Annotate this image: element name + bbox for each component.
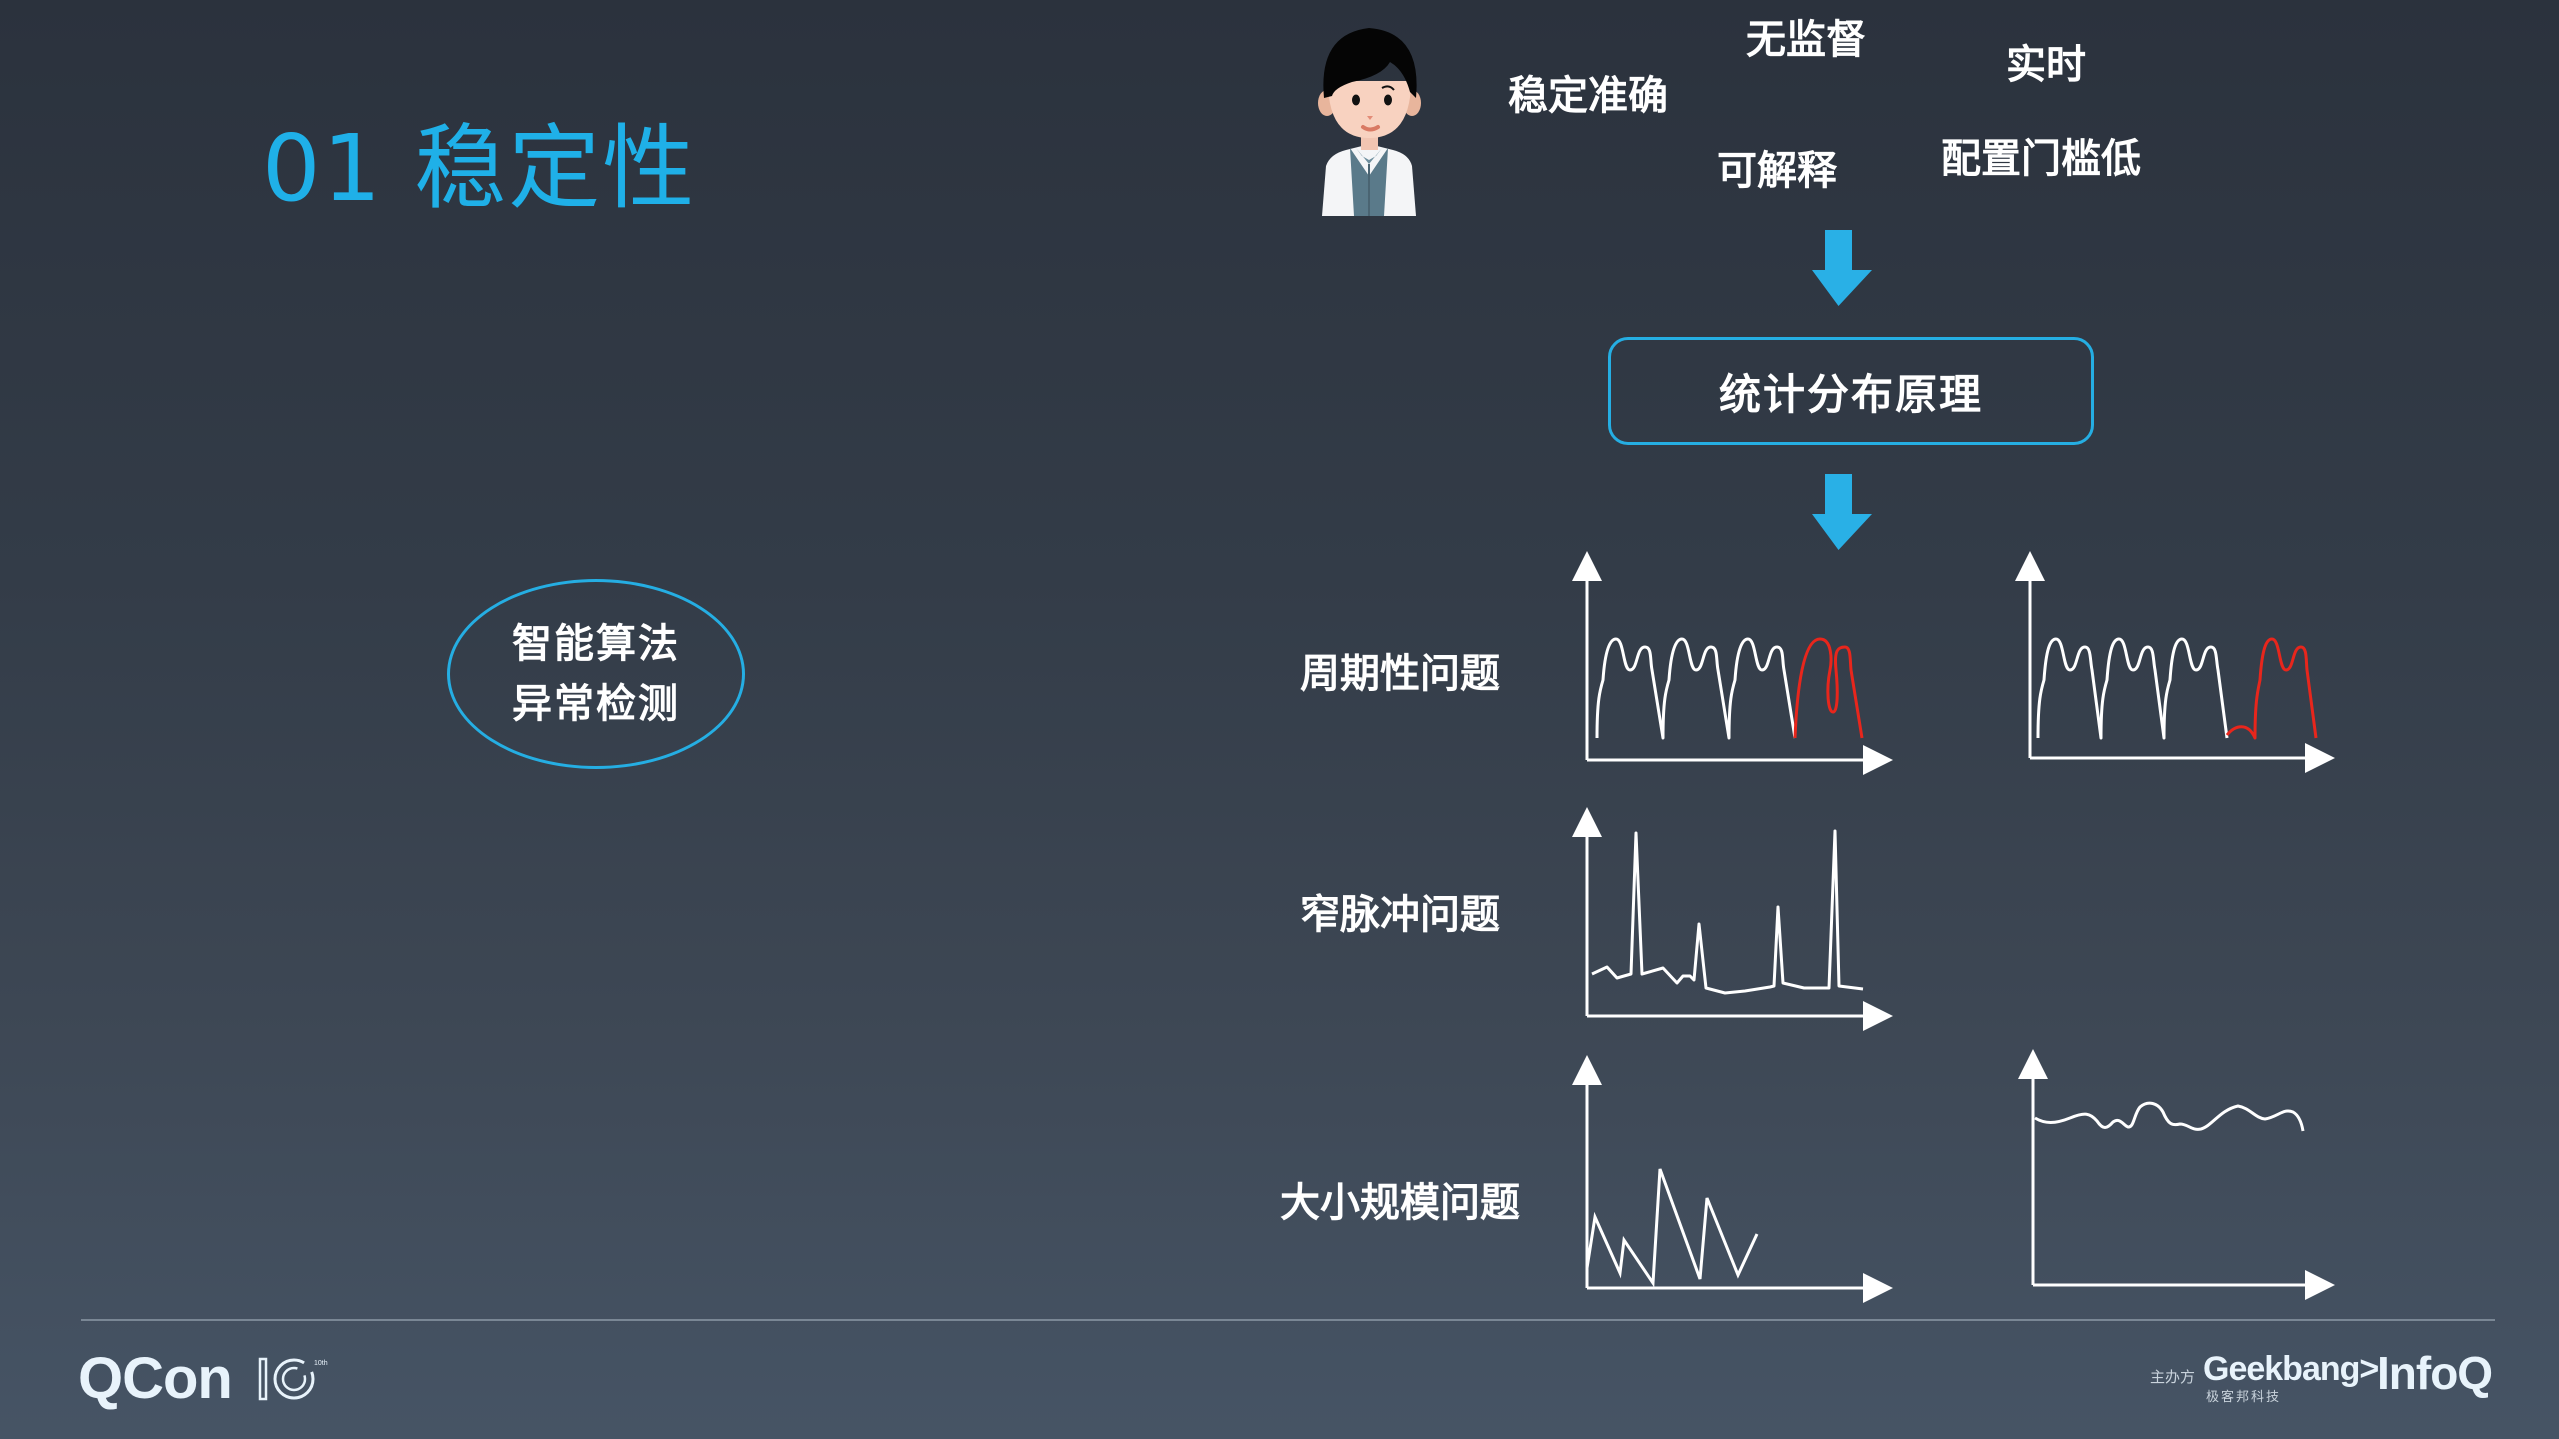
qcon-logo: QCon xyxy=(78,1345,233,1412)
arrow-down-icon xyxy=(1812,474,1872,550)
topic-ellipse: 智能算法 异常检测 xyxy=(447,579,745,769)
topic-line-2: 异常检测 xyxy=(512,681,680,727)
infoq-logo: InfoQ xyxy=(2377,1347,2493,1399)
problem-label-scale: 大小规模问题 xyxy=(1280,1180,1520,1226)
chart-narrow-pulse xyxy=(1572,807,1893,1031)
chart-periodic-shape-anomaly xyxy=(1572,551,1893,775)
slide-title: 01 稳定性 xyxy=(262,115,697,222)
topic-line-1: 智能算法 xyxy=(512,621,680,667)
arrow-down-icon xyxy=(1812,230,1872,306)
geekbang-logo: Geekbang>. xyxy=(2203,1350,2388,1388)
method-box: 统计分布原理 xyxy=(1608,337,2094,445)
chart-periodic-phase-anomaly xyxy=(2015,551,2335,773)
svg-text:10th: 10th xyxy=(314,1360,328,1367)
qcon-10th-badge-icon: 10th xyxy=(258,1357,328,1401)
problem-label-periodic: 周期性问题 xyxy=(1300,651,1500,697)
requirement-low-config: 配置门槛低 xyxy=(1941,136,2141,182)
sponsor-label: 主办方 xyxy=(2150,1368,2196,1386)
requirement-realtime: 实时 xyxy=(2006,42,2086,88)
qcon-logo-text: QCon xyxy=(78,1346,233,1411)
method-label: 统计分布原理 xyxy=(1718,369,1983,419)
requirement-interpretable: 可解释 xyxy=(1717,148,1837,194)
footer-divider xyxy=(81,1319,2495,1321)
requirement-stable-accurate: 稳定准确 xyxy=(1508,73,1668,119)
problem-label-narrow-pulse: 窄脉冲问题 xyxy=(1300,892,1500,938)
geekbang-subtitle: 极客邦科技 xyxy=(2206,1390,2282,1405)
requirement-unsupervised: 无监督 xyxy=(1746,17,1866,63)
doctor-avatar-icon xyxy=(1318,28,1421,216)
chart-small-scale xyxy=(2018,1049,2335,1300)
chart-large-scale xyxy=(1572,1055,1893,1303)
